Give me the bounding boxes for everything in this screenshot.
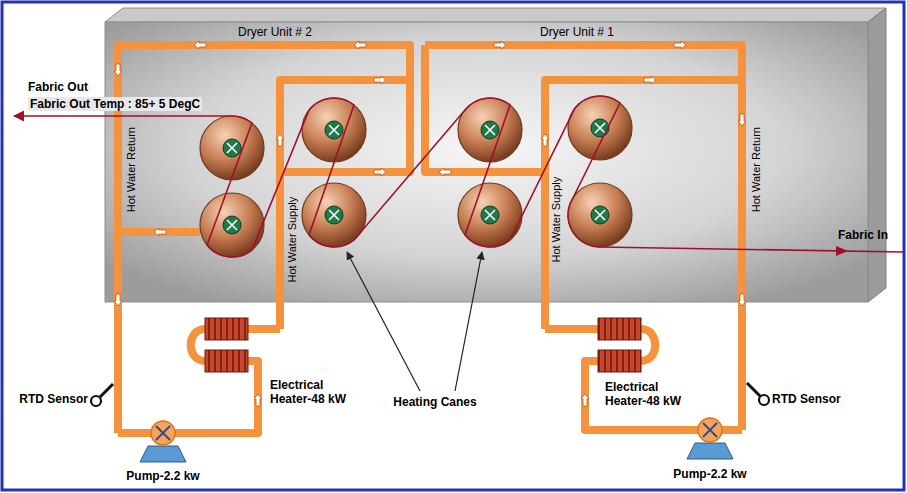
- panel-front: [105, 22, 868, 302]
- pump-label: Pump-2.2 kw: [126, 469, 199, 483]
- fabric-path: [14, 96, 903, 257]
- pipe-label: Hot Water Return: [750, 127, 763, 212]
- electrical-heaters: [205, 318, 641, 372]
- cane-hub-crosses: [227, 123, 605, 230]
- pipe-label: Hot Water Supply: [286, 197, 299, 283]
- hot-water-pipes: [118, 45, 742, 433]
- part-label: Heating Canes: [393, 395, 476, 409]
- fabric-out-label: Fabric Out: [28, 80, 88, 94]
- pipe-label: Hot Water Supply: [550, 177, 563, 263]
- flow-arrows: [114, 41, 746, 406]
- sensor-label: RTD Sensor: [772, 392, 841, 406]
- unit-title: Dryer Unit # 2: [238, 25, 312, 39]
- panel-top: [105, 8, 886, 22]
- unit-title: Dryer Unit # 1: [540, 25, 614, 39]
- pipe-label: Hot Water Return: [125, 127, 138, 212]
- sensor-label: RTD Sensor: [19, 392, 88, 406]
- temperature-note: Fabric Out Temp : 85+ 5 DegC: [28, 97, 202, 111]
- panel-side: [868, 8, 886, 302]
- fabric-in-arrowhead: [836, 246, 848, 256]
- leader-lines: [347, 252, 482, 391]
- heater-label: Electrical Heater-48 kW: [605, 380, 697, 409]
- pumps: [140, 418, 733, 462]
- heater-label: Electrical Heater-48 kW: [270, 378, 362, 407]
- pump-label: Pump-2.2 kw: [673, 467, 746, 481]
- heating-canes: [200, 96, 632, 257]
- fabric-in-label: Fabric In: [838, 228, 888, 242]
